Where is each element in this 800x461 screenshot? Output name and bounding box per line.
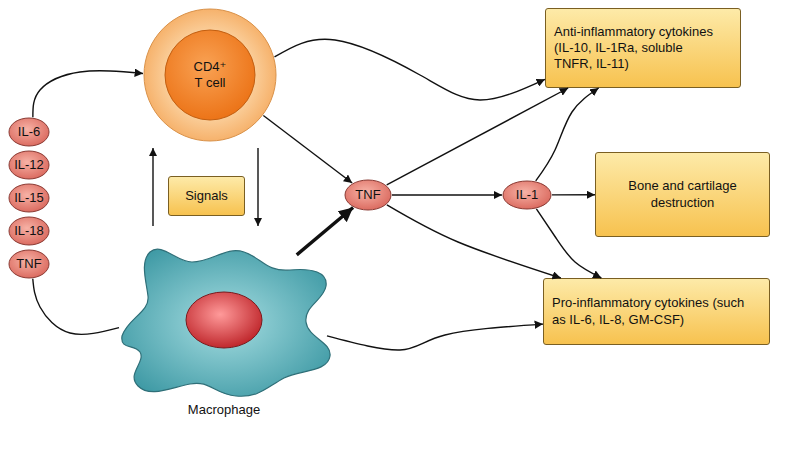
node-label: CD4⁺ T cell: [190, 59, 230, 92]
cell-membrane: [144, 9, 276, 141]
t-cell: CD4⁺ T cell: [143, 8, 277, 142]
cytokine-pill: IL-12: [8, 150, 50, 180]
pill-outline: [9, 217, 49, 245]
node-label: Macrophage: [118, 402, 330, 418]
connector-arrow: [387, 205, 561, 278]
node-label: IL-1: [516, 187, 538, 203]
connector-arrow: [327, 324, 543, 350]
connector-arrow: [263, 116, 352, 183]
pill-outline: [9, 118, 49, 146]
cytokine-pill: IL-6: [8, 117, 50, 147]
node-label: IL-6: [18, 124, 40, 140]
cytokine-pill: TNF: [8, 249, 50, 279]
connector-arrow: [275, 39, 545, 100]
node-label: TNF: [16, 256, 41, 272]
macrophage-cell: Macrophage: [118, 232, 330, 400]
node-label: IL-15: [14, 190, 44, 206]
outcome-box: Bone and cartilage destruction: [595, 152, 770, 237]
cytokine-pill: IL-18: [8, 216, 50, 246]
node-label: TNF: [355, 187, 380, 203]
signals-box: Signals: [168, 176, 245, 216]
outcome-box: Pro-inflammatory cytokines (such as IL-6…: [543, 278, 770, 345]
node-outline: [118, 232, 330, 400]
connector-arrow: [152, 148, 153, 226]
pill-outline: [9, 184, 49, 212]
pill-outline: [503, 181, 551, 209]
connector-arrow: [33, 279, 119, 335]
pill-outline: [9, 151, 49, 179]
connector-arrow: [297, 208, 353, 255]
pill-outline: [9, 250, 49, 278]
cytokine-pill: IL-15: [8, 183, 50, 213]
node-label: Pro-inflammatory cytokines (such as IL-6…: [552, 295, 749, 328]
connector-arrow: [33, 71, 143, 117]
macrophage-nucleus: [186, 292, 262, 348]
pill-outline: [345, 180, 391, 210]
connector-arrow: [536, 88, 599, 181]
outcome-box: Anti-inflammatory cytokines (IL-10, IL-1…: [545, 8, 741, 88]
macrophage-body: [122, 249, 330, 396]
node-label: Bone and cartilage destruction: [606, 178, 759, 211]
node-label: Anti-inflammatory cytokines (IL-10, IL-1…: [554, 24, 720, 73]
node-label: IL-12: [14, 157, 44, 173]
connector-arrow: [387, 88, 568, 185]
connector-arrow: [552, 194, 595, 196]
cytokine-pill: TNF: [344, 179, 392, 211]
cytokine-pill: IL-1: [502, 180, 552, 210]
macrophage-drawing: [122, 249, 330, 396]
connector-arrow: [536, 209, 601, 278]
node-label: Signals: [185, 188, 228, 204]
node-label: IL-18: [14, 223, 44, 239]
connector-arrow: [257, 148, 258, 226]
cell-nucleus: [165, 30, 255, 120]
connector-arrow: [392, 194, 502, 195]
